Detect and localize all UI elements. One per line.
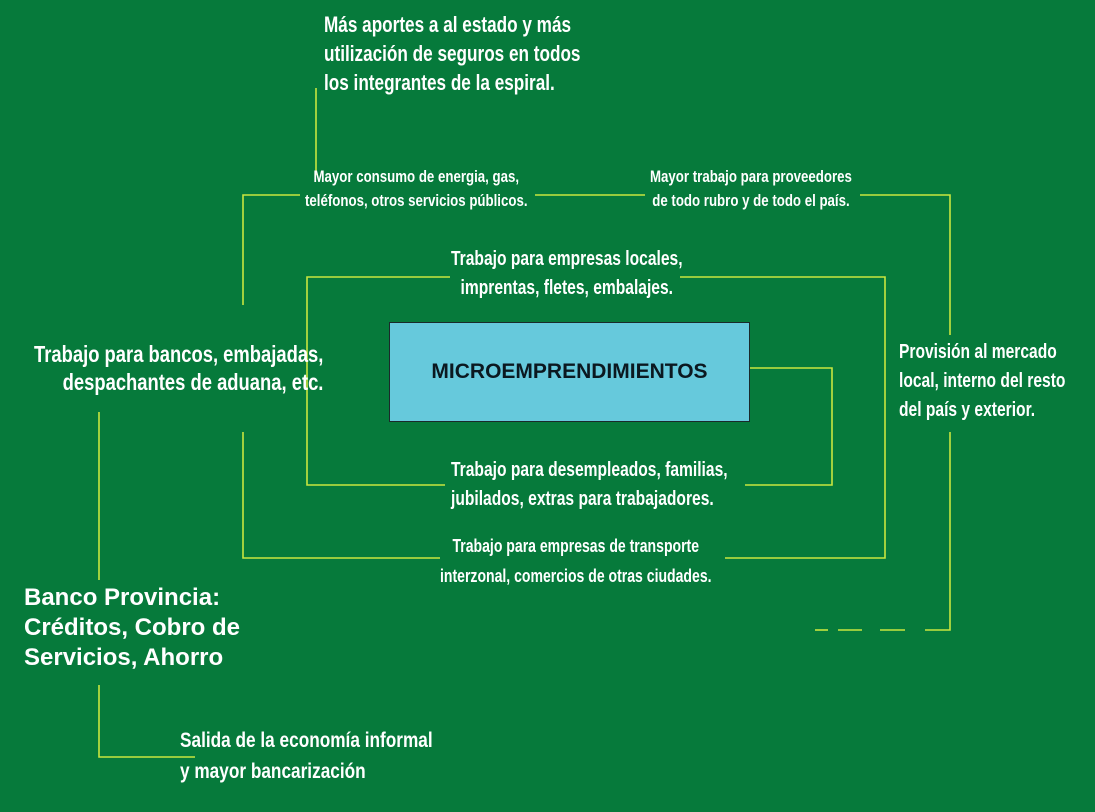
middle-loop-top-left: [306, 276, 450, 486]
outer-loop-top-right: [860, 194, 951, 335]
center-label: MICROEMPRENDIMIENTOS: [431, 360, 708, 383]
inner-loop: [745, 367, 833, 486]
text-line: despachantes de aduana, etc.: [62, 369, 324, 395]
outer-loop-right-lower: [925, 432, 951, 631]
text-line: Mayor consumo de energia, gas,: [313, 167, 520, 186]
text-line: Provisión al mercado: [899, 341, 1057, 363]
text-line: teléfonos, otros servicios públicos.: [305, 191, 528, 210]
text-line: Más aportes a al estado y más: [324, 12, 572, 37]
banco-provincia-note: Banco Provincia: Créditos, Cobro de Serv…: [24, 583, 240, 673]
text-line: y mayor bancarización: [180, 760, 366, 783]
text-line: Banco Provincia:: [24, 584, 221, 611]
provision-note: Provisión al mercado local, interno del …: [899, 338, 1065, 425]
text-line: Mayor trabajo para proveedores: [650, 167, 852, 186]
banks-note: Trabajo para bancos, embajadas, despacha…: [34, 340, 323, 396]
text-line: imprentas, fletes, embalajes.: [460, 277, 673, 299]
outer-loop-left-lower: [242, 432, 440, 559]
top-note: Más aportes a al estado y más utilizació…: [324, 10, 580, 97]
unemployed-note: Trabajo para desempleados, familias, jub…: [451, 456, 728, 514]
text-line: del país y exterior.: [899, 399, 1036, 421]
microemprendimientos-box: MICROEMPRENDIMIENTOS: [389, 322, 750, 422]
text-line: jubilados, extras para trabajadores.: [451, 488, 714, 510]
text-line: Trabajo para empresas locales,: [451, 248, 683, 270]
bank-connector-lower: [98, 685, 195, 758]
energy-note: Mayor consumo de energia, gas, teléfonos…: [305, 165, 528, 213]
informal-economy-note: Salida de la economía informal y mayor b…: [180, 725, 433, 787]
text-line: Trabajo para bancos, embajadas,: [34, 341, 324, 367]
text-line: los integrantes de la espiral.: [324, 70, 555, 95]
local-companies-note: Trabajo para empresas locales, imprentas…: [451, 245, 683, 303]
text-line: Trabajo para desempleados, familias,: [451, 459, 728, 481]
suppliers-note: Mayor trabajo para proveedores de todo r…: [650, 165, 852, 213]
text-line: Créditos, Cobro de: [24, 614, 241, 641]
text-line: interzonal, comercios de otras ciudades.: [440, 566, 712, 586]
outer-loop-top-left: [242, 194, 300, 305]
text-line: Salida de la economía informal: [180, 729, 433, 752]
transport-note: Trabajo para empresas de transporte inte…: [440, 531, 712, 591]
text-line: local, interno del resto: [899, 370, 1066, 392]
text-line: Servicios, Ahorro: [24, 644, 224, 671]
text-line: utilización de seguros en todos: [324, 41, 581, 66]
text-line: de todo rubro y de todo el país.: [652, 191, 850, 210]
text-line: Trabajo para empresas de transporte: [452, 536, 700, 556]
middle-loop-bottom-right: [680, 276, 886, 559]
